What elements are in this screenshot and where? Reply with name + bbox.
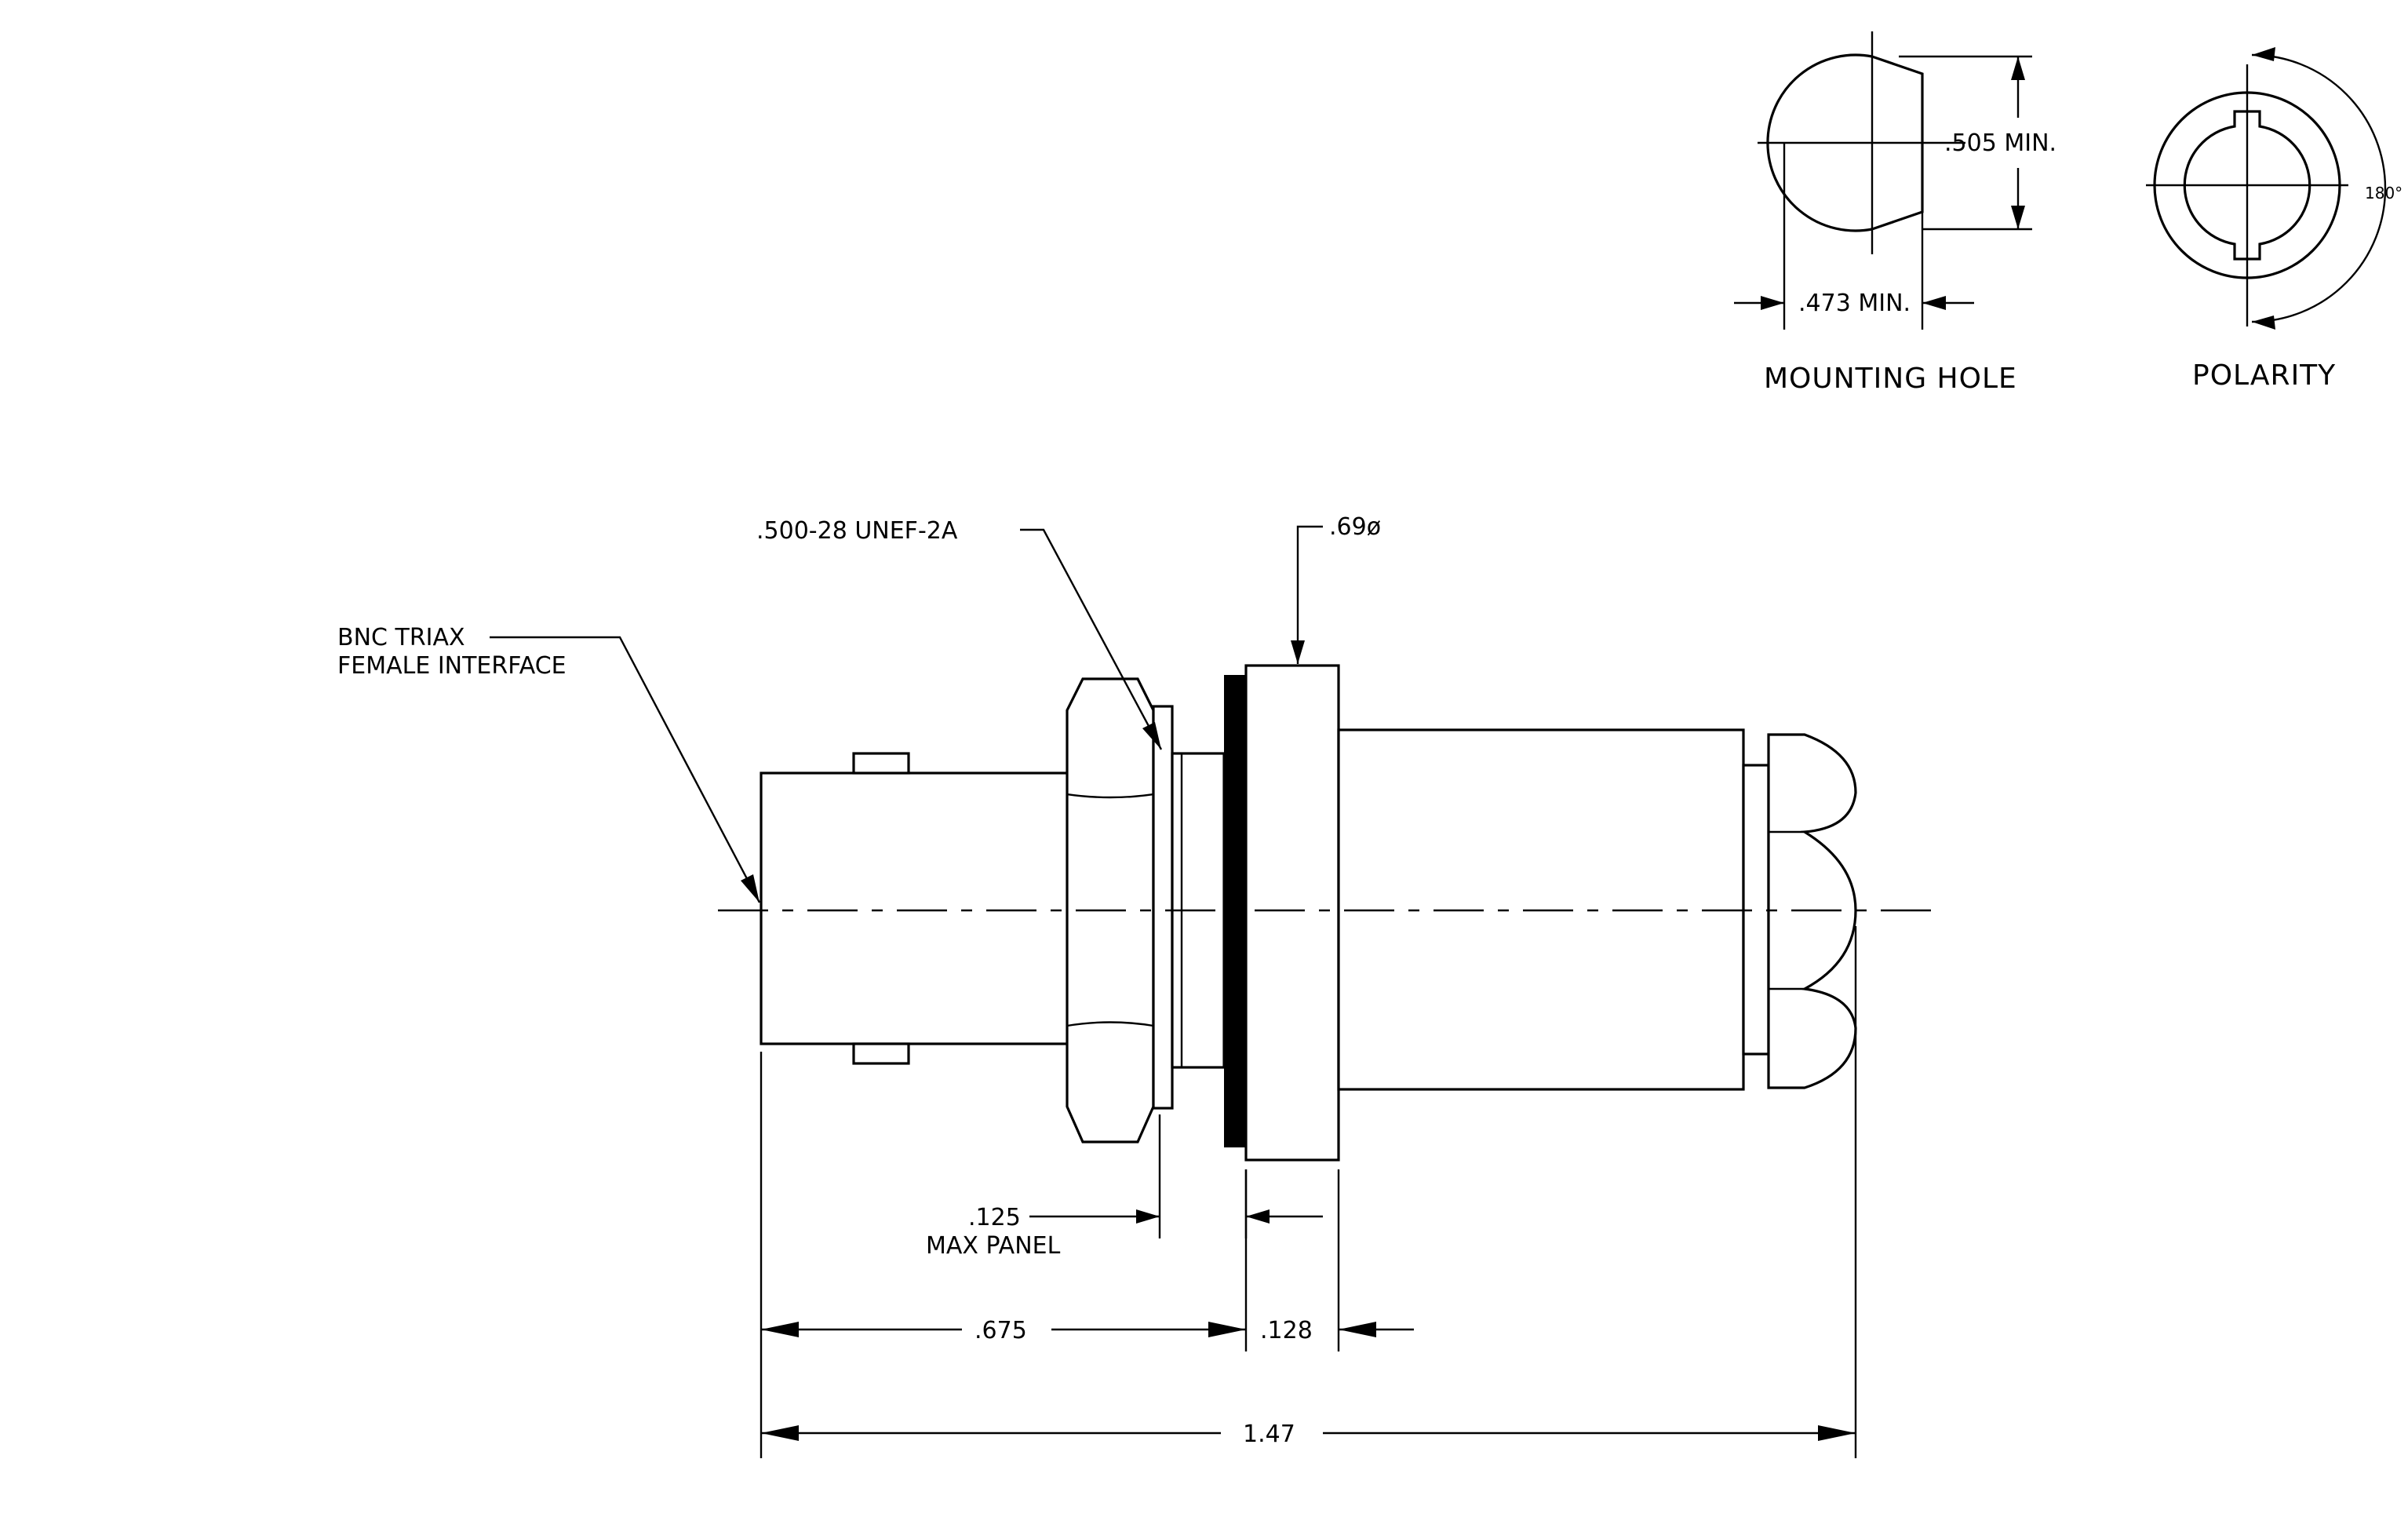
thread-spec-label: .500-28 UNEF-2A: [756, 517, 958, 545]
diameter-leader-arrow: [1291, 640, 1305, 664]
hex-nut-upper-facet: [1066, 793, 1154, 799]
interface-label-line1: BNC TRIAX: [337, 624, 465, 651]
thread-spec-leader-arrow: [1142, 722, 1161, 750]
panel-dim-arrow: [1136, 1209, 1160, 1224]
callouts: BNC TRIAX FEMALE INTERFACE .500-28 UNEF-…: [337, 513, 1381, 1260]
dim-147-arrow-right: [1818, 1425, 1856, 1441]
interface-label-line2: FEMALE INTERFACE: [337, 652, 566, 680]
connector-side-view: [718, 664, 1942, 1162]
interface-leader-arrow: [741, 874, 760, 903]
panel-label-line1: .125: [968, 1204, 1021, 1231]
dim-147-arrow-left: [761, 1425, 799, 1441]
dim-505-text: .505 MIN.: [1944, 129, 2056, 157]
dim-675-arrow-left: [761, 1322, 799, 1337]
polarity-arrow-top: [2252, 47, 2275, 61]
angle-180-text: 180°: [2365, 184, 2403, 202]
dim-505-arrow-top: [2011, 57, 2025, 80]
polarity-view: 180° POLARITY: [2146, 47, 2403, 392]
dim-505-arrow-bottom: [2011, 206, 2025, 229]
panel-label-line2: MAX PANEL: [926, 1232, 1061, 1260]
polarity-arrow-bottom: [2252, 316, 2275, 330]
polarity-angle-arc: [2251, 53, 2387, 323]
bayonet-pin-top: [852, 752, 910, 775]
dim-473-text: .473 MIN.: [1798, 290, 1911, 317]
interface-leader: [490, 636, 761, 903]
bottom-dimensions: .675 .128 1.47: [760, 926, 1857, 1458]
diameter-leader: [1296, 525, 1323, 664]
hex-nut-lower-facet: [1066, 1021, 1154, 1027]
mounting-hole-caption: MOUNTING HOLE: [1764, 363, 2017, 395]
diameter-69-text: .69ø: [1329, 513, 1381, 541]
lock-washer: [1152, 705, 1174, 1110]
dim-473-arrow-right: [1922, 296, 1946, 310]
dim-147-text: 1.47: [1243, 1421, 1295, 1448]
flange: [1244, 664, 1340, 1162]
dim-473-arrow-left: [1761, 296, 1784, 310]
dim-675-text: .675: [974, 1317, 1027, 1344]
bayonet-pin-bottom: [852, 1042, 910, 1065]
bnc-body: [760, 771, 1076, 1045]
polarity-caption: POLARITY: [2192, 359, 2336, 392]
dim-128-upper-arrow: [1246, 1209, 1270, 1224]
dim-128-arrow-right: [1339, 1322, 1376, 1337]
dim-128-text: .128: [1260, 1317, 1313, 1344]
mounting-hole-view: .505 MIN. .473 MIN. MOUNTING HOLE: [1734, 31, 2056, 395]
dim-675-arrow-right: [1208, 1322, 1246, 1337]
thread-spec-leader: [1020, 528, 1163, 750]
